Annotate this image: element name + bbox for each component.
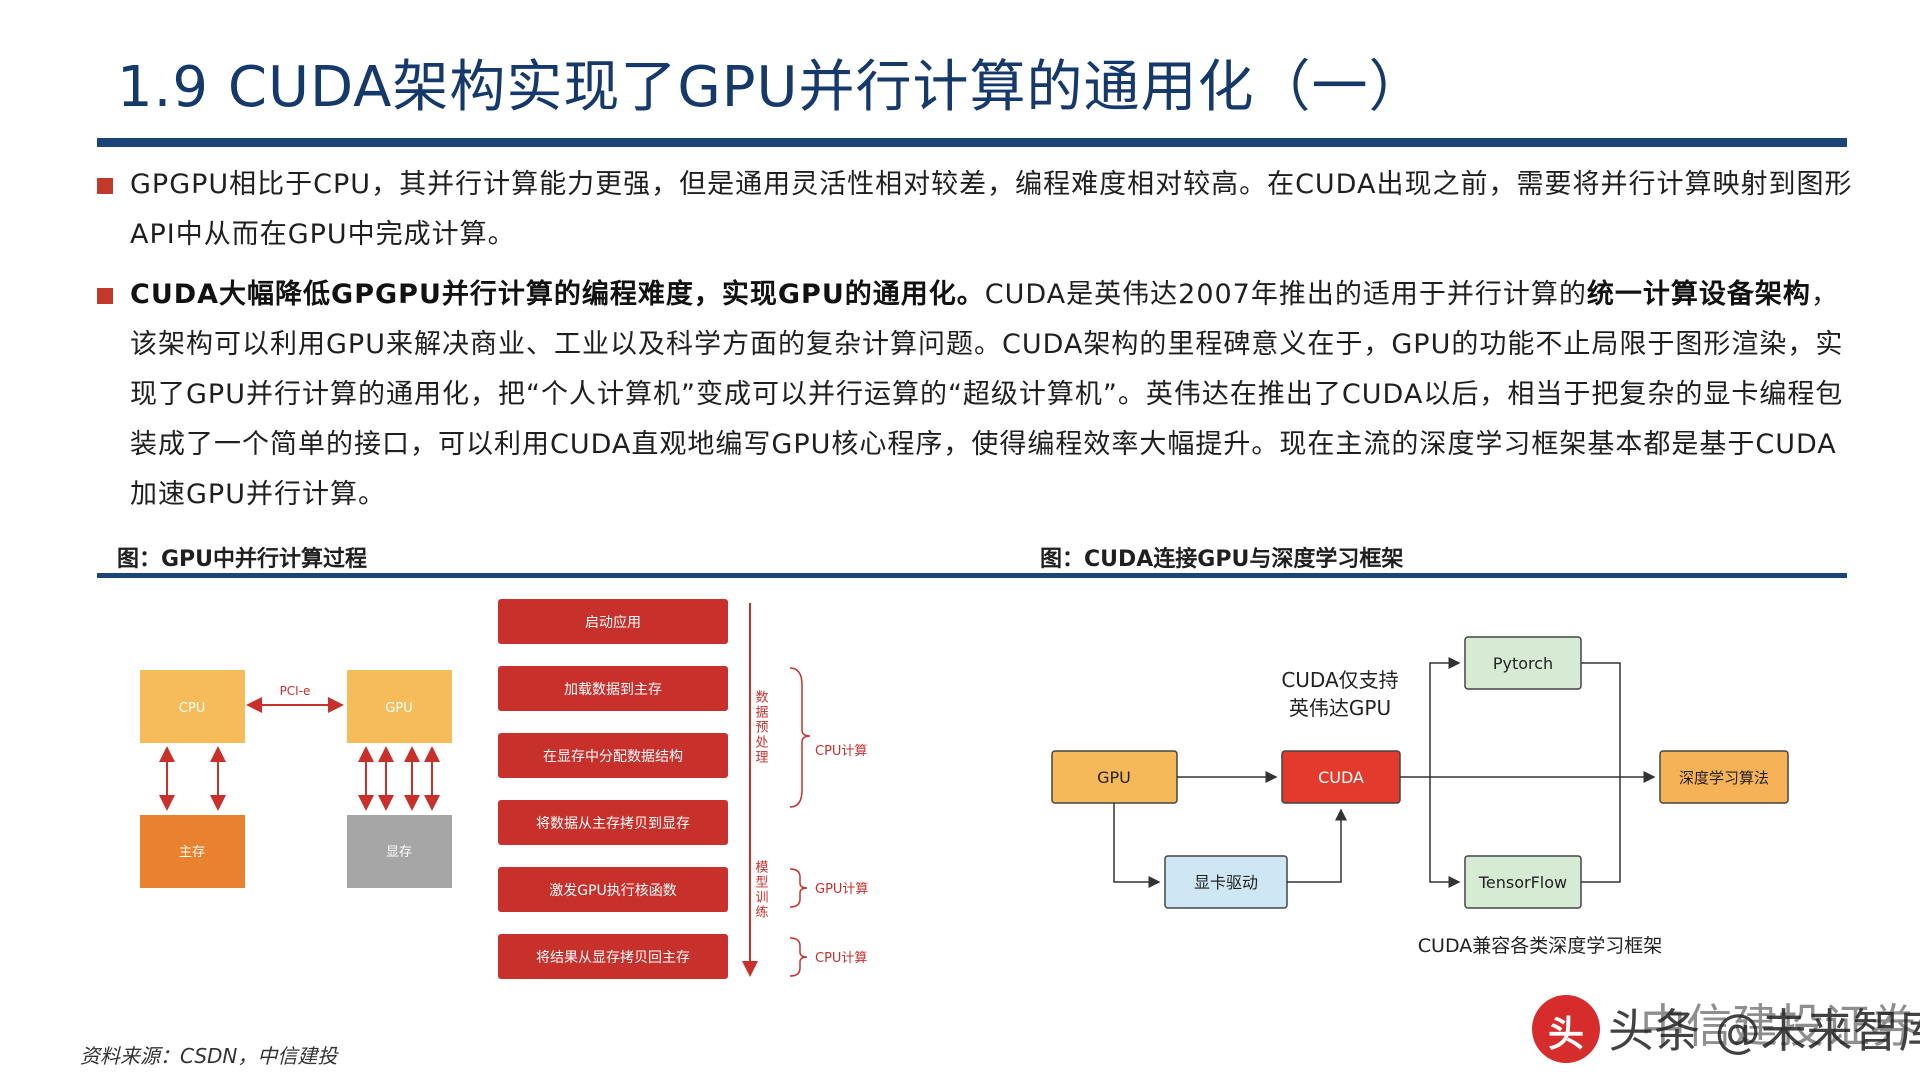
cuda-node-label: CUDA — [1318, 768, 1364, 787]
step-box — [498, 800, 728, 845]
gpu-label: GPU — [385, 701, 412, 716]
step-label: 将结果从显存拷贝回主存 — [536, 950, 690, 966]
video-memory-label: 显存 — [386, 845, 412, 860]
video-memory-box — [347, 815, 452, 888]
tensorflow-to-algorithm-line — [1581, 777, 1621, 883]
paragraph-2-text-a: CUDA是英伟达2007年推出的适用于并行计算的 — [984, 279, 1587, 310]
main-memory-box — [140, 815, 245, 888]
step-label: 启动应用 — [585, 614, 641, 631]
gpu-node-label: GPU — [1097, 768, 1131, 787]
step-label: 加载数据到主存 — [564, 682, 662, 698]
step-box — [498, 867, 728, 912]
brace-gpu-compute — [789, 868, 808, 908]
watermark-logo-char: 头 — [1547, 1014, 1584, 1055]
brace-cpu-compute-2 — [789, 937, 808, 977]
tensorflow-node-label: TensorFlow — [1478, 873, 1567, 892]
cuda-to-pytorch-arrow — [1429, 657, 1461, 777]
cuda-compat-note: CUDA兼容各类深度学习框架 — [1418, 935, 1662, 957]
main-memory-label: 主存 — [179, 845, 205, 860]
gpu-to-driver-arrow — [1113, 803, 1161, 888]
figure-right-caption: 图：CUDA连接GPU与深度学习框架 — [1040, 547, 1404, 572]
pytorch-node-label: Pytorch — [1493, 654, 1553, 673]
step-label: 激发GPU执行核函数 — [549, 882, 677, 899]
step-label: 在显存中分配数据结构 — [543, 749, 683, 765]
algorithm-node-label: 深度学习算法 — [1679, 769, 1769, 787]
figure-divider — [97, 573, 1847, 578]
watermark-logo-icon — [1532, 995, 1600, 1063]
driver-node-label: 显卡驱动 — [1194, 873, 1258, 892]
phase-data-prep-label: 数据预处理 — [753, 690, 769, 765]
brace-cpu-compute-1 — [789, 667, 811, 808]
title-divider — [97, 138, 1847, 147]
step-label: 将数据从主存拷贝到显存 — [536, 816, 690, 832]
paragraph-1: GPGPU相比于CPU，其并行计算能力更强，但是通用灵活性相对较差，编程难度相对… — [130, 169, 1853, 250]
gpu-process-diagram: CPU GPU PCI-e 主存 显存 启动应用 加载数据到主存 在显存中分配数… — [140, 599, 868, 979]
cpu-box — [140, 670, 245, 743]
bullet-marker — [97, 178, 113, 194]
step-box — [498, 934, 728, 979]
cuda-note-line2: 英伟达GPU — [1289, 696, 1391, 720]
cuda-note-line1: CUDA仅支持 — [1281, 668, 1398, 692]
bullet-marker — [97, 288, 113, 304]
figure-left-caption: 图：GPU中并行计算过程 — [117, 547, 368, 572]
source-note: 资料来源：CSDN，中信建投 — [80, 1044, 338, 1068]
pcie-label: PCI-e — [280, 684, 311, 698]
cpu-compute-label-2: CPU计算 — [815, 951, 867, 966]
step-box — [498, 599, 728, 644]
cpu-label: CPU — [179, 701, 205, 716]
cpu-compute-label-1: CPU计算 — [815, 744, 867, 759]
page-title: 1.9 CUDA架构实现了GPU并行计算的通用化（一） — [117, 55, 1426, 120]
algorithm-node — [1659, 750, 1789, 804]
paragraph-2: CUDA大幅降低GPGPU并行计算的编程难度，实现GPU的通用化。CUDA是英伟… — [130, 270, 1860, 520]
paragraph-2-bold-lead: CUDA大幅降低GPGPU并行计算的编程难度，实现GPU的通用化。 — [130, 279, 985, 310]
phase-train-label: 模型训练 — [753, 860, 769, 920]
watermark-overlay-text: 中信建投证券 — [1640, 999, 1916, 1053]
cuda-to-tensorflow-arrow — [1429, 777, 1461, 888]
paragraph-2-bold-mid: 统一计算设备架构 — [1586, 279, 1811, 310]
cuda-framework-diagram: CUDA仅支持 英伟达GPU GPU CUDA 显卡驱动 Pytorch Ten… — [1051, 636, 1789, 957]
driver-to-cuda-arrow — [1287, 808, 1347, 883]
pytorch-to-algorithm-line — [1581, 662, 1621, 777]
step-box — [498, 733, 728, 778]
step-box — [498, 666, 728, 711]
gpu-compute-label: GPU计算 — [815, 882, 868, 897]
paragraph-2-text-b: ，该架构可以利用GPU来解决商业、工业以及科学方面的复杂计算问题。CUDA架构的… — [130, 279, 1844, 510]
watermark-text: 头条 @未来智库 — [1608, 1004, 1920, 1058]
gpu-box — [347, 670, 452, 743]
